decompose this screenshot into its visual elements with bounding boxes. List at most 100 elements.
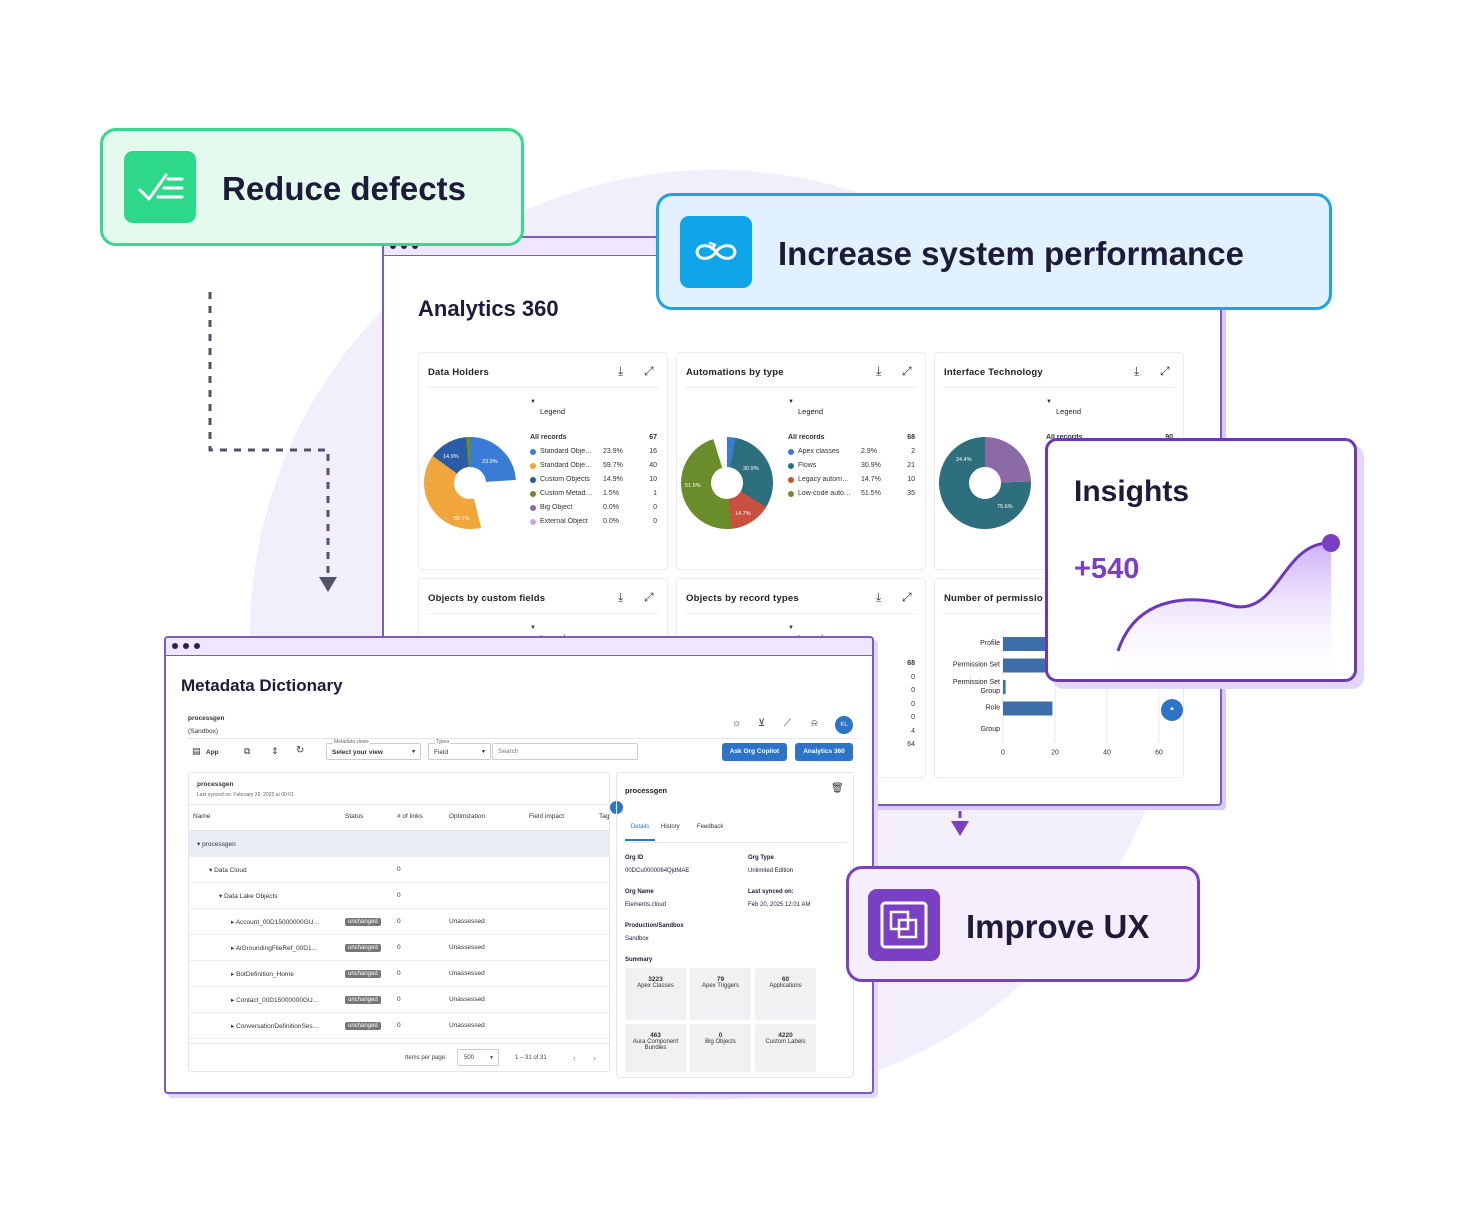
window-titlebar [166,638,872,656]
field-label: Org Type [748,855,774,861]
legend-label: Legend [540,407,566,416]
legend-toggle-icon[interactable]: ▼ [1046,399,1052,405]
field-label: Last synced on: [748,889,794,895]
legend-row[interactable]: Legacy autom…14.7%10 [788,475,915,489]
table-row[interactable]: ▸ Account_00D15000000GU… unchanged 0 Una… [189,909,609,935]
sun-icon[interactable]: ☼ [732,718,742,729]
legend-toggle-icon[interactable]: ▼ [788,399,794,405]
copy-icon[interactable]: ⧉ [244,746,251,756]
table-row[interactable]: ▸ Contact_00D15000000GU… unchanged 0 Una… [189,987,609,1013]
tick-label: 20 [1051,750,1059,757]
legend-row[interactable]: Custom Metad…1.5%1 [530,489,657,503]
insights-card: Insights +540 [1045,438,1357,682]
prev-page-icon[interactable]: ‹ [573,1053,576,1063]
bar-label: Profile [980,640,1000,647]
legend-row[interactable]: Low-code auto…51.5%35 [788,489,915,503]
collapse-icon[interactable]: ⇕ [271,746,279,756]
org-type: (Sandbox) [188,728,218,735]
pie-label: 30.9% [743,466,759,472]
donut-chart: 14.9% 23.9% 59.7% [424,437,516,529]
tree-title: processgen [197,781,234,788]
expand-icon[interactable]: ⤢ [644,590,654,604]
types-select[interactable]: Types Field ▼ [428,739,491,760]
infinity-loop-icon [680,216,752,288]
tab-details[interactable]: Details [625,816,655,841]
expand-icon[interactable]: ⤢ [902,364,912,378]
refresh-icon[interactable]: ↻ [296,745,305,756]
legend-row[interactable]: Standard Obje…23.9%16 [530,447,657,461]
download-icon[interactable]: ⤓ [876,590,882,604]
field-value: 00DCu0000064QjdMAE [625,868,690,874]
tab-history[interactable]: History [661,824,680,830]
app-button[interactable]: App [206,749,219,756]
search-input[interactable] [492,743,638,760]
legend-row[interactable]: Standard Obje…59.7%40 [530,461,657,475]
table-row[interactable]: ▾ Data Cloud 0 [189,857,609,883]
status-badge: unchanged [345,970,381,978]
chart-icon[interactable]: ⟋ [784,718,791,729]
field-value: Sandbox [625,936,649,942]
legend-toggle-icon[interactable]: ▼ [530,399,536,405]
metadata-views-select[interactable]: Metadata views Select your view ▼ [326,739,421,760]
system-performance-callout: Increase system performance [656,193,1332,310]
page-title: Metadata Dictionary [181,676,343,695]
status-badge: unchanged [345,944,381,952]
pie-label: 23.9% [482,459,498,465]
chart-card-automations: Automations by type ⤓ ⤢ ▼ Legend 30.9% 5… [676,352,926,570]
expand-icon[interactable]: ⤢ [644,364,654,378]
tab-feedback[interactable]: Feedback [697,824,724,830]
analytics-360-button[interactable]: Analytics 360 [795,743,853,761]
table-row[interactable]: ▾ processgen [189,831,609,857]
donut-chart: 24.4% 75.6% [939,437,1031,529]
download-icon[interactable]: ⤓ [618,364,624,378]
download-icon[interactable]: ⊻ [758,718,766,729]
trash-icon[interactable]: 🗑 [831,783,844,794]
card-title: Objects by custom fields [428,593,546,604]
legend-toggle-icon[interactable]: ▼ [530,625,536,631]
card-title: Number of permissio [944,593,1043,604]
avatar[interactable]: KL [835,716,853,734]
items-per-page-select[interactable]: 500 ▼ [457,1049,499,1066]
callout-label: Increase system performance [778,235,1244,272]
download-icon[interactable]: ⤓ [618,590,624,604]
bell-icon[interactable]: ⍾ [811,718,818,729]
expand-icon[interactable]: ⤢ [902,590,912,604]
chat-icon[interactable]: ▪ [1161,699,1183,721]
app-icon[interactable]: ▤ [192,746,201,756]
ask-org-copilot-button[interactable]: Ask Org Copilot [722,743,787,761]
next-page-icon[interactable]: › [593,1053,596,1063]
legend-label: Legend [1056,407,1082,416]
details-panel: processgen 🗑 Details History Feedback Or… [616,772,854,1078]
table-row[interactable]: ▸ AiGroundingFileRef_00D1… unchanged 0 U… [189,935,609,961]
table-row[interactable]: ▸ ConversationDefinitionSes… unchanged 0… [189,1013,609,1039]
download-icon[interactable]: ⤓ [1134,364,1140,378]
improve-ux-callout: Improve UX [846,866,1200,982]
expand-icon[interactable]: ⤢ [1160,364,1170,378]
bar [1003,658,1050,673]
org-name: processgen [188,715,225,722]
field-label: Production/Sandbox [625,923,684,929]
last-synced: Last synced on: February 20, 2025 at 00:… [197,792,294,798]
tick-label: 60 [1155,750,1163,757]
table-row[interactable]: ▸ BotDefinition_Home unchanged 0 Unasses… [189,961,609,987]
table-row[interactable]: ▾ Data Lake Objects 0 [189,883,609,909]
callout-label: Improve UX [966,908,1150,945]
download-icon[interactable]: ⤓ [876,364,882,378]
metadata-dictionary-window: Metadata Dictionary processgen (Sandbox)… [164,636,874,1094]
legend-toggle-icon[interactable]: ▼ [788,625,794,631]
